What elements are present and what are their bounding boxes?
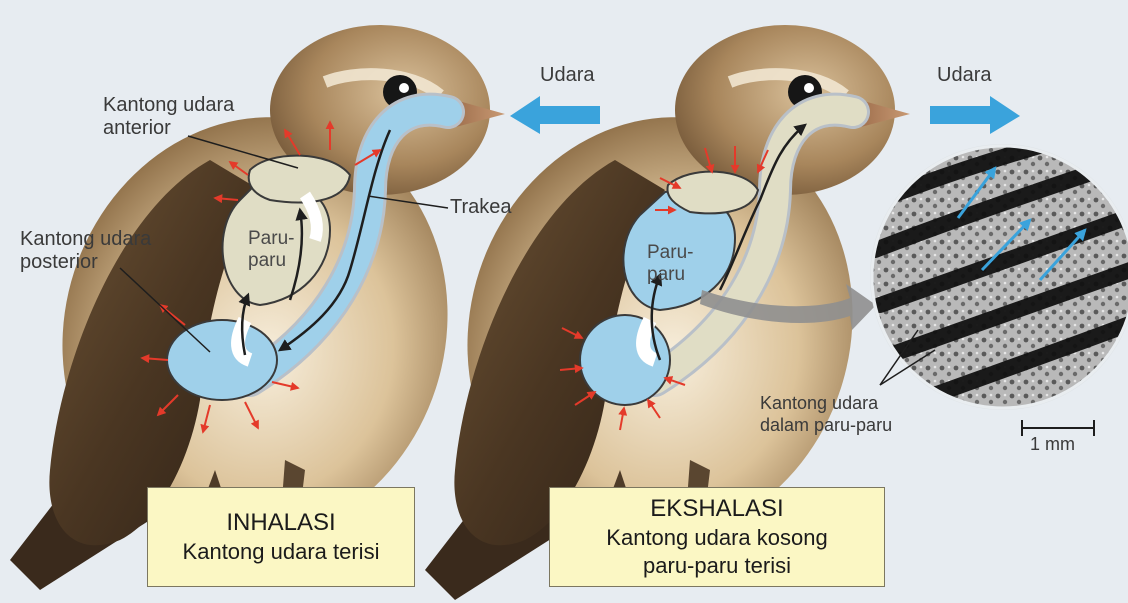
exhalation-title: EKSHALASI [650, 494, 783, 524]
air-out-arrow [930, 96, 1020, 134]
inhalation-subtitle: Kantong udara terisi [183, 538, 380, 566]
posterior-air-sac-label: Kantong udara posterior [20, 228, 151, 274]
air-out-label: Udara [937, 64, 991, 87]
inhalation-title: INHALASI [226, 508, 335, 538]
air-in-label: Udara [540, 64, 594, 87]
lung-micrograph [860, 140, 1128, 420]
left-posterior-air-sac [167, 320, 277, 400]
right-posterior-air-sac [580, 315, 670, 405]
exhalation-subtitle-line2: paru-paru terisi [643, 552, 791, 580]
trachea-label: Trakea [450, 196, 512, 219]
scale-bar-label: 1 mm [1030, 433, 1075, 455]
inhalation-caption-box: INHALASI Kantong udara terisi [147, 487, 415, 587]
right-lung-label: Paru- paru [647, 242, 693, 286]
inner-air-sac-label: Kantong udara dalam paru-paru [760, 392, 892, 436]
exhalation-caption-box: EKSHALASI Kantong udara kosong paru-paru… [549, 487, 885, 587]
left-anterior-air-sac [249, 156, 350, 203]
anterior-air-sac-label: Kantong udara anterior [103, 94, 234, 140]
left-lung-label: Paru- paru [248, 228, 294, 272]
exhalation-subtitle-line1: Kantong udara kosong [606, 524, 827, 552]
right-anterior-air-sac [667, 172, 758, 214]
air-in-arrow [510, 96, 600, 134]
